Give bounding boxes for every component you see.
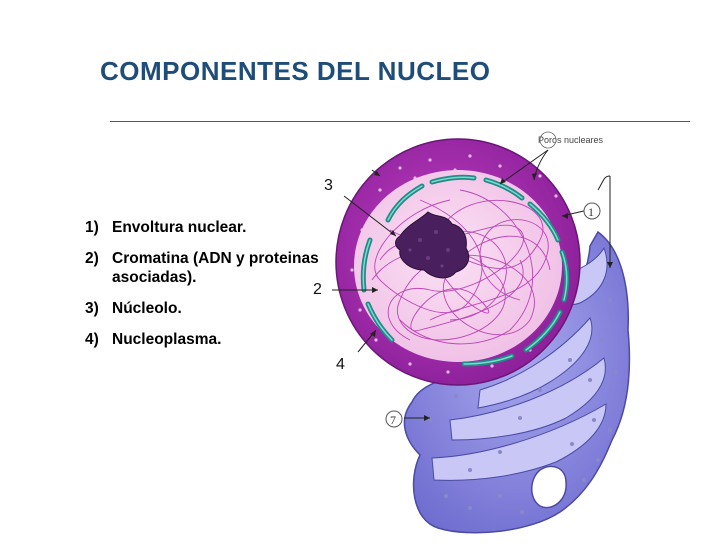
er-cisterna (449, 357, 606, 441)
title-divider (110, 121, 690, 122)
list-item: 4) Nucleoplasma. (80, 330, 320, 349)
list-number: 1) (85, 219, 99, 236)
er-cisterna (431, 403, 607, 481)
marker-7-text: 7 (390, 413, 396, 427)
list-number: 2) (85, 250, 99, 267)
list-item: 2) Cromatina (ADN y proteinas asociadas)… (80, 249, 320, 287)
pore-label-circle (539, 131, 557, 149)
list-label: Cromatina (ADN y proteinas asociadas). (112, 250, 319, 286)
list-number: 4) (85, 331, 99, 348)
nucleolus (395, 211, 470, 279)
marker-1-text: 1 (588, 205, 594, 219)
list-number: 3) (85, 300, 99, 317)
arrowheads (370, 171, 613, 421)
marker-3: 3 (324, 177, 333, 194)
list-label: Nucleoplasma. (112, 331, 222, 348)
cytoplasm-granules (350, 154, 558, 374)
list-label: Envoltura nuclear. (112, 219, 247, 236)
marker-1-circled: 1 (583, 202, 601, 220)
marker-2: 2 (313, 281, 322, 298)
component-list: 1) Envoltura nuclear. 2) Cromatina (ADN … (80, 218, 320, 361)
marker-4: 4 (336, 356, 345, 373)
marker-7-circled: 7 (385, 410, 403, 428)
list-item: 3) Núcleolo. (80, 299, 320, 318)
slide-title: COMPONENTES DEL NUCLEO (100, 56, 491, 86)
er-vacuole (531, 465, 567, 509)
er-cisterna (477, 317, 593, 409)
endoplasmic-reticulum (403, 230, 631, 534)
nuclear-pores-label: Poros nucleares (538, 135, 604, 145)
list-label: Núcleolo. (112, 300, 182, 317)
list-item: 1) Envoltura nuclear. (80, 218, 320, 237)
